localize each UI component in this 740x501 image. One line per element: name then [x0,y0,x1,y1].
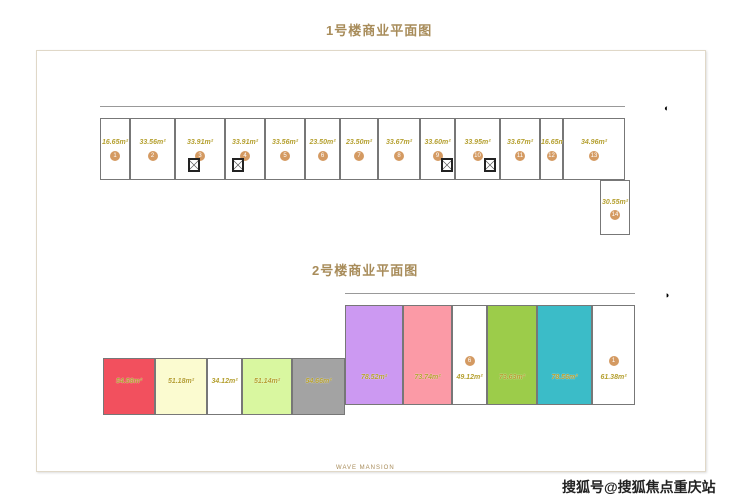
unit: 33.56m² 5 [265,118,305,180]
unit-area: 33.91m² [231,139,259,147]
unit: 33.91m² 3 [175,118,225,180]
unit: 49.12m² 6 [452,305,487,405]
unit: 61.38m² 1 [592,305,635,405]
unit-area: 61.38m² [600,374,627,381]
unit-area: 33.67m² [385,139,413,147]
unit-number: 4 [240,151,250,162]
unit: 16.65m² 1 [100,118,130,180]
north-arrow-icon: ◐ [664,103,670,113]
unit-number: 5 [280,151,290,162]
unit-area: 54.58m² [115,377,143,385]
unit-area: 51.14m² [253,377,281,385]
unit: 73.63m² [487,305,537,405]
dimension-line [345,293,635,294]
unit-number: 12 [546,151,557,162]
building1-title: 1号楼商业平面图 [320,20,439,39]
elevator-icon [441,158,453,172]
unit-area: 34.12m² [211,377,238,385]
unit-area: 30.55m² [601,199,629,207]
unit: 34.12m² [207,358,242,415]
unit: 54.66m² [292,358,345,415]
unit: 23.50m² 7 [340,118,378,180]
unit-area: 78.56m² [551,374,578,381]
unit-number: 7 [354,151,364,162]
unit-number: 1 [608,356,619,366]
unit-area: 51.18m² [167,377,195,385]
unit-area: 73.74m² [414,374,441,381]
unit-area: 49.12m² [456,374,483,381]
unit: 51.18m² [155,358,207,415]
unit-number: 11 [515,151,525,162]
elevator-icon [484,158,496,172]
unit-area: 33.56m² [139,139,166,147]
north-arrow-icon: ◑ [664,290,670,300]
unit-number: 9 [432,151,443,162]
unit: 33.56m² 2 [130,118,175,180]
unit: 54.58m² [103,358,155,415]
unit-number: 10 [472,151,483,162]
unit-area: 33.91m² [186,139,214,147]
unit-number: 14 [610,209,620,220]
unit-area: 73.63m² [498,374,526,381]
plan-frame [36,50,706,472]
unit-area: 33.56m² [271,139,299,147]
unit: 78.52m² [345,305,403,405]
unit-area: 33.95m² [464,139,491,147]
unit: 78.56m² [537,305,592,405]
unit: 30.55m² 14 [600,180,630,235]
unit: 33.67m² 8 [378,118,420,180]
elevator-icon [232,158,244,172]
unit-number: 1 [110,151,120,162]
elevator-icon [188,158,200,172]
unit: 33.91m² 4 [225,118,265,180]
watermark: 搜狐号@搜狐焦点重庆站 [562,479,716,495]
unit: 16.65m² 12 [540,118,568,180]
unit-area: 16.65m² [101,139,129,147]
unit: 34.96m² 13 [563,118,625,180]
unit-area: 23.50m² [309,139,336,147]
unit: 51.14m² [242,358,292,415]
unit-area: 33.60m² [424,139,451,147]
unit: 23.50m² 6 [305,118,340,180]
dimension-line [100,106,625,107]
unit-area: 16.65m² [541,139,568,147]
brand-logo: WAVE MANSION [336,465,395,471]
unit-area: 54.66m² [305,377,332,385]
unit-area: 78.52m² [360,374,388,381]
unit-area: 33.67m² [506,139,534,147]
unit: 33.67m² 11 [500,118,540,180]
unit-number: 6 [317,151,328,162]
unit-number: 8 [394,151,404,162]
unit-number: 6 [464,356,475,366]
unit-area: 23.50m² [345,139,373,147]
unit: 73.74m² [403,305,452,405]
unit-area: 34.96m² [580,139,608,147]
unit-number: 13 [589,151,599,162]
building2-title: 2号楼商业平面图 [306,260,425,279]
unit-number: 2 [147,151,158,162]
unit-number: 3 [195,151,205,162]
